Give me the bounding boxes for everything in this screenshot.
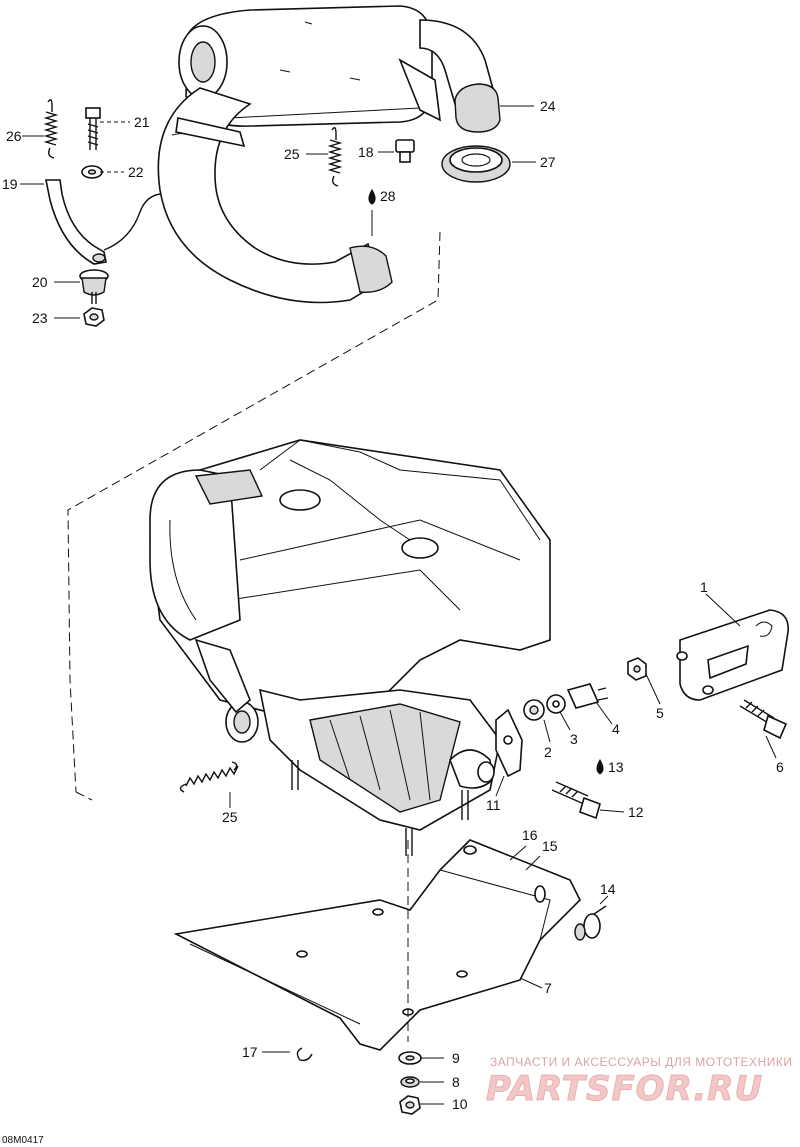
callout-7: 7 [544,980,552,996]
callout-20: 20 [32,274,48,290]
callout-12: 12 [628,804,644,820]
callout-14: 14 [600,881,616,897]
callout-1: 1 [700,579,708,595]
plug-18 [395,139,415,163]
callout-19: 19 [2,176,18,192]
washer-2 [523,699,545,721]
callout-17: 17 [242,1044,258,1060]
drawing-code: 08M0417 [2,1135,44,1146]
muffler [178,5,501,133]
bolt-21 [85,107,101,150]
callout-10: 10 [452,1096,468,1112]
callout-3: 3 [570,731,578,747]
watermark-brand: PARTSFOR.RU [486,1069,763,1109]
callout-22: 22 [128,164,144,180]
callout-5: 5 [656,705,664,721]
callout-labels: 26 21 22 19 20 23 25 18 24 27 28 1 2 3 4… [2,98,784,1112]
washer-9 [398,1051,422,1065]
callout-27: 27 [540,154,556,170]
threadlock-drop-13 [596,759,604,775]
spring-25-top [327,127,343,187]
stud-4 [566,683,609,709]
callout-16: 16 [522,827,538,843]
nut-23 [83,307,105,327]
leader-lines [20,105,777,1105]
base-plate-7 [173,839,581,1051]
sealant-drop-28 [368,188,376,205]
bracket-11 [495,708,523,778]
callout-21: 21 [134,114,150,130]
watermark-tagline: ЗАПЧАСТИ И АКСЕССУАРЫ ДЛЯ МОТОТЕХНИКИ [490,1055,792,1069]
callout-24: 24 [540,98,556,114]
e-clip-17 [296,1047,313,1062]
ring-seal-27 [441,145,511,183]
engine-block [149,439,551,856]
grommet-14 [574,905,607,941]
callout-6: 6 [776,759,784,775]
mounting-plate-1 [676,609,789,701]
callout-2: 2 [544,744,552,760]
spring-26 [43,99,59,159]
callout-25-top: 25 [284,146,300,162]
callout-9: 9 [452,1050,460,1066]
bolt-6 [739,699,788,740]
assembly-boundary [67,231,441,801]
bolt-12 [551,781,601,820]
callout-8: 8 [452,1074,460,1090]
callout-11: 11 [486,797,501,813]
callout-25-bottom: 25 [222,809,238,825]
lock-washer-8 [400,1076,420,1088]
nut-5 [627,657,647,681]
spring-25-bottom [179,761,239,793]
callout-18: 18 [358,144,374,160]
callout-4: 4 [612,721,620,737]
rubber-mount-20 [79,269,109,304]
callout-15: 15 [542,838,558,854]
tuned-pipe [157,87,393,304]
bracket-19 [45,179,161,265]
nut-10 [399,1095,421,1115]
callout-28: 28 [380,188,396,204]
callout-23: 23 [32,310,48,326]
washer-22 [81,165,103,179]
callout-13: 13 [608,759,624,775]
watermark: ЗАПЧАСТИ И АКСЕССУАРЫ ДЛЯ МОТОТЕХНИКИ PA… [486,1055,792,1110]
callout-26: 26 [6,128,22,144]
spacer-3 [546,694,566,714]
